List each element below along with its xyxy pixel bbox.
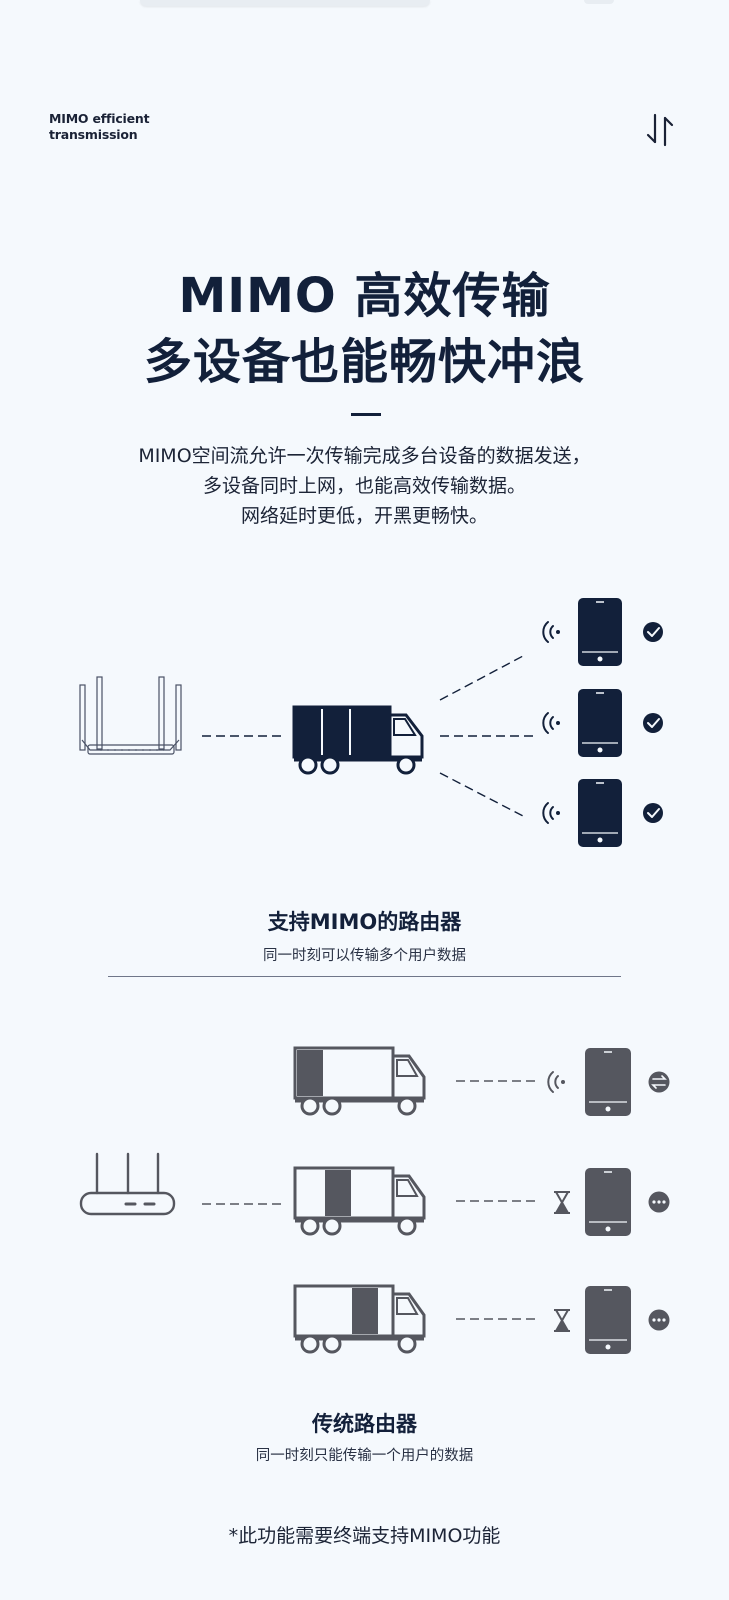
truck-icon (293, 1284, 426, 1354)
description-line-1: MIMO空间流允许一次传输完成多台设备的数据发送， (138, 445, 591, 467)
hourglass-icon (554, 1191, 570, 1214)
description-line-3: 网络延时更低，开黑更畅快。 (240, 505, 488, 527)
mimo-section-title: 支持MIMO的路由器 (267, 910, 462, 934)
transfer-circle-icon (648, 1071, 670, 1093)
check-circle-icon (643, 622, 663, 642)
traditional-section-title: 传统路由器 (312, 1412, 417, 1436)
truck-icon (292, 705, 424, 775)
section-separator (108, 976, 621, 977)
swap-arrows-icon (646, 113, 674, 147)
wifi-signal-icon (542, 802, 560, 824)
description-line-2: 多设备同时上网，也能高效传输数据。 (202, 475, 526, 497)
check-circle-icon (643, 713, 663, 733)
mimo-section-subtitle: 同一时刻可以传输多个用户数据 (263, 948, 466, 964)
router-icon (79, 676, 182, 755)
phone-icon (585, 1168, 631, 1236)
more-circle-icon (648, 1309, 670, 1331)
phone-icon (578, 689, 622, 757)
top-bar-decoration-small (584, 0, 614, 4)
traditional-diagram (79, 1046, 670, 1354)
wifi-signal-icon (542, 712, 560, 734)
check-circle-icon (643, 803, 663, 823)
title-divider (351, 413, 381, 416)
phone-icon (578, 598, 622, 666)
top-bar-decoration (140, 0, 430, 6)
traditional-section-subtitle: 同一时刻只能传输一个用户的数据 (255, 1448, 474, 1464)
headline-line-1: MIMO 高效传输 (178, 268, 551, 324)
phone-icon (585, 1286, 631, 1354)
wifi-signal-icon (547, 1071, 565, 1093)
mimo-diagram (79, 598, 663, 847)
truck-icon (293, 1166, 426, 1236)
truck-icon (293, 1046, 426, 1116)
hourglass-icon (554, 1309, 570, 1332)
headline-line-2: 多设备也能畅快冲浪 (143, 334, 585, 390)
phone-icon (578, 779, 622, 847)
more-circle-icon (648, 1191, 670, 1213)
wifi-signal-icon (542, 621, 560, 643)
footnote: *此功能需要终端支持MIMO功能 (228, 1525, 501, 1547)
eyebrow-label: MIMO efficient transmission (49, 111, 150, 142)
phone-icon (585, 1048, 631, 1116)
router-icon (79, 1152, 176, 1216)
